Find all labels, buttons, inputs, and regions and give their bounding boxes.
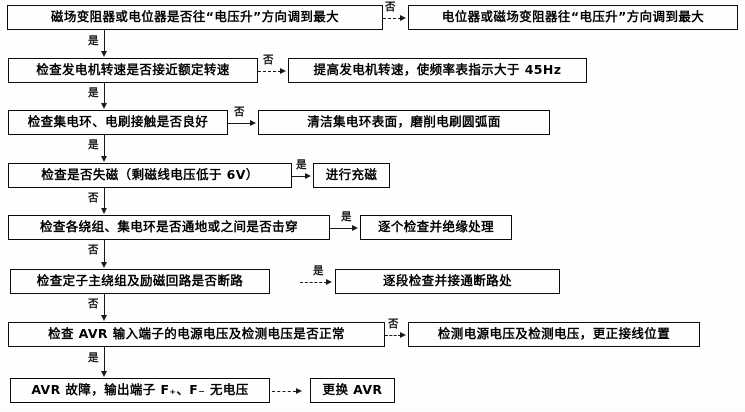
down-label-4: 否 [88, 192, 99, 204]
down-label-5: 否 [88, 244, 99, 256]
action-box-6[interactable]: 逐段检查并接通断路处 [335, 269, 560, 294]
down-arrow-6 [100, 315, 107, 321]
branch-arrow-2 [280, 67, 286, 74]
down-arrow-7 [100, 371, 107, 377]
decision-box-4[interactable]: 检查是否失磁（剩磁线电压低于 6V） [8, 163, 292, 188]
down-label-1: 是 [88, 35, 99, 47]
branch-label-3: 否 [234, 106, 245, 118]
decision-box-8[interactable]: AVR 故障，输出端子 F₊、F₋ 无电压 [10, 378, 270, 403]
down-connector-3 [104, 135, 105, 158]
down-arrow-1 [100, 51, 107, 57]
branch-connector-4 [292, 176, 306, 177]
down-label-3: 是 [88, 139, 99, 151]
action-box-4[interactable]: 进行充磁 [313, 163, 390, 188]
decision-box-3[interactable]: 检查集电环、电刷接触是否良好 [8, 110, 228, 135]
decision-box-6[interactable]: 检查定子主绕组及励磁回路是否断路 [10, 269, 270, 294]
branch-label-6: 是 [313, 265, 324, 277]
branch-arrow-7 [400, 331, 406, 338]
branch-label-4: 是 [296, 159, 307, 171]
decision-box-5[interactable]: 检查各绕组、集电环是否通地或之间是否击穿 [8, 215, 330, 240]
branch-arrow-5 [352, 224, 358, 231]
down-connector-5 [104, 240, 105, 264]
branch-connector-2 [258, 71, 281, 72]
down-connector-2 [104, 83, 105, 105]
branch-arrow-4 [305, 172, 311, 179]
action-box-7[interactable]: 检测电源电压及检测电压，更正接线位置 [408, 322, 700, 347]
down-connector-1 [104, 30, 105, 53]
branch-label-5: 是 [341, 211, 352, 223]
down-label-2: 是 [88, 87, 99, 99]
branch-connector-1 [383, 18, 401, 19]
action-box-3[interactable]: 清洁集电环表面，磨削电刷圆弧面 [258, 110, 550, 135]
action-box-1[interactable]: 电位器或磁场变阻器往“电压升”方向调到最大 [408, 5, 738, 30]
branch-connector-6 [300, 282, 327, 283]
down-label-6: 否 [88, 298, 99, 310]
branch-connector-5 [330, 228, 353, 229]
branch-arrow-3 [250, 119, 256, 126]
branch-arrow-8 [296, 387, 302, 394]
down-arrow-2 [100, 103, 107, 109]
branch-connector-7 [385, 335, 401, 336]
down-arrow-3 [100, 156, 107, 162]
decision-box-2[interactable]: 检查发电机转速是否接近额定转速 [8, 58, 258, 83]
branch-connector-8 [272, 391, 296, 392]
action-box-2[interactable]: 提高发电机转速，使频率表指示大于 45Hz [288, 58, 587, 83]
branch-label-1: 否 [385, 1, 396, 13]
decision-box-7[interactable]: 检查 AVR 输入端子的电源电压及检测电压是否正常 [8, 322, 385, 347]
branch-arrow-1 [400, 14, 406, 21]
down-connector-7 [104, 347, 105, 373]
action-box-8[interactable]: 更换 AVR [310, 378, 395, 403]
down-connector-6 [104, 294, 105, 317]
down-arrow-5 [100, 262, 107, 268]
decision-box-1[interactable]: 磁场变阻器或电位器是否往“电压升”方向调到最大 [7, 5, 383, 30]
down-arrow-4 [100, 208, 107, 214]
branch-arrow-6 [326, 278, 332, 285]
branch-connector-3 [228, 123, 251, 124]
down-connector-4 [104, 188, 105, 210]
branch-label-7: 否 [388, 318, 399, 330]
branch-label-2: 否 [263, 54, 274, 66]
action-box-5[interactable]: 逐个检查并绝缘处理 [360, 215, 512, 240]
down-label-7: 是 [88, 352, 99, 364]
